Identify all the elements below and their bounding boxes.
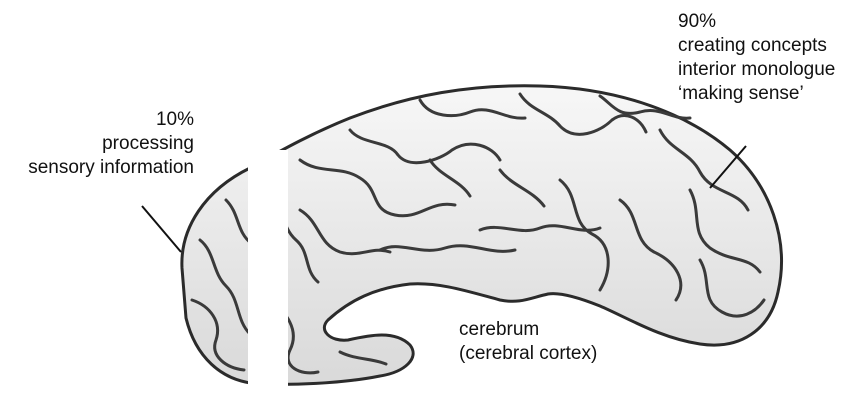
sensory-line-2: sensory information: [28, 156, 194, 180]
concepts-line-2: interior monologue: [678, 58, 835, 82]
cerebrum-line-2: (cerebral cortex): [459, 342, 597, 366]
concepts-annotation: 90% creating concepts interior monologue…: [678, 10, 835, 106]
concepts-line-1: creating concepts: [678, 34, 835, 58]
cerebrum-annotation: cerebrum (cerebral cortex): [459, 318, 597, 366]
concepts-line-3: ‘making sense’: [678, 82, 835, 106]
sensory-percent: 10%: [28, 108, 194, 132]
concepts-percent: 90%: [678, 10, 835, 34]
sensory-line-1: processing: [28, 132, 194, 156]
sensory-pointer-line: [142, 206, 181, 252]
cerebrum-line-1: cerebrum: [459, 318, 597, 342]
cutaway-gap: [248, 150, 288, 394]
sensory-annotation: 10% processing sensory information: [28, 108, 194, 180]
